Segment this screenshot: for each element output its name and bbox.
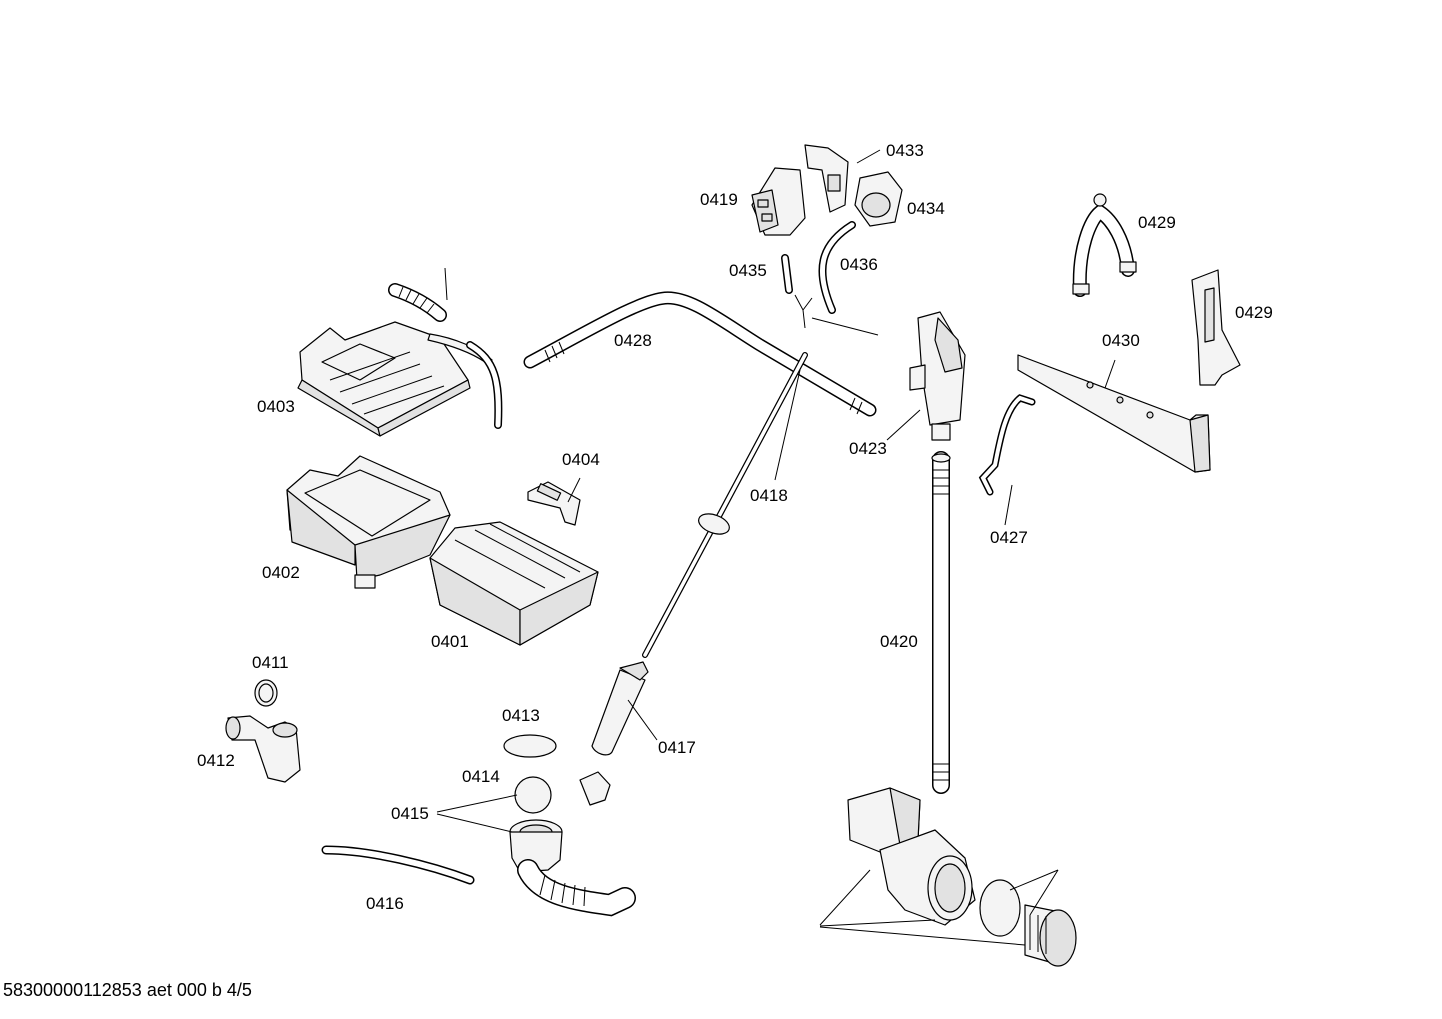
part-0423-drawing <box>978 394 1036 496</box>
part-0402-drawing <box>286 455 451 589</box>
label-0415: 0415 <box>391 804 429 823</box>
part-0430-drawing <box>794 294 813 329</box>
label-0427: 0433 <box>886 141 924 160</box>
label-0423: 0427 <box>990 528 1028 547</box>
label-0424: 0429 <box>1138 213 1176 232</box>
part-0414-drawing <box>514 776 552 814</box>
part-0436-drawing <box>979 879 1077 967</box>
label-0418: 0418 <box>750 486 788 505</box>
leader-lines <box>436 149 1116 946</box>
part-0424-drawing <box>1072 193 1137 297</box>
part-0417-drawing <box>591 661 649 756</box>
part-0425-drawing <box>1191 269 1241 386</box>
label-0422: 0428 <box>614 331 652 350</box>
part-0404-drawing <box>527 481 581 526</box>
part-0420-drawing <box>931 451 951 794</box>
part-labels: 0433 0419 0434 0435 0436 0429 0429 0430 … <box>197 141 1273 913</box>
label-0417: 0417 <box>658 738 696 757</box>
label-0402: 0402 <box>262 563 300 582</box>
label-0421: 0423 <box>849 439 887 458</box>
part-0426-drawing <box>1017 354 1211 473</box>
label-0414: 0414 <box>462 767 500 786</box>
part-0415-drawing <box>509 819 636 917</box>
part-0432-drawing <box>388 283 447 322</box>
part-0413-drawing <box>503 734 557 758</box>
part-0416-drawing <box>321 845 475 885</box>
label-0401: 0401 <box>431 632 469 651</box>
document-id-footer: 58300000112853 aet 000 b 4/5 <box>3 980 252 1000</box>
part-0403-drawing <box>297 321 493 437</box>
label-0425: 0429 <box>1235 303 1273 322</box>
label-0403: 0403 <box>257 397 295 416</box>
label-0416: 0416 <box>366 894 404 913</box>
part-0435-drawing <box>847 787 976 926</box>
part-0433-drawing <box>466 341 503 429</box>
part-0418-drawing <box>642 352 808 658</box>
label-0404: 0404 <box>562 450 600 469</box>
part-0422-drawing <box>523 291 877 417</box>
part-0429-drawings <box>781 221 856 314</box>
label-0412: 0412 <box>197 751 235 770</box>
part-0434-drawing <box>579 771 611 806</box>
part-0401-drawing <box>429 521 599 646</box>
label-0411: 0411 <box>252 653 289 672</box>
part-0411-drawing <box>254 679 278 707</box>
label-0429-right: 0436 <box>840 255 878 274</box>
label-0429-left: 0435 <box>729 261 767 280</box>
label-0420: 0420 <box>880 632 918 651</box>
part-0412-drawing <box>225 715 301 783</box>
label-0413: 0413 <box>502 706 540 725</box>
label-0419: 0419 <box>700 190 738 209</box>
label-0428: 0434 <box>907 199 945 218</box>
part-0428-drawing <box>854 171 903 227</box>
part-0427-drawing <box>804 144 849 213</box>
label-0426: 0430 <box>1102 331 1140 350</box>
part-0421-drawing <box>909 311 966 441</box>
part-0419-drawing <box>751 167 806 236</box>
